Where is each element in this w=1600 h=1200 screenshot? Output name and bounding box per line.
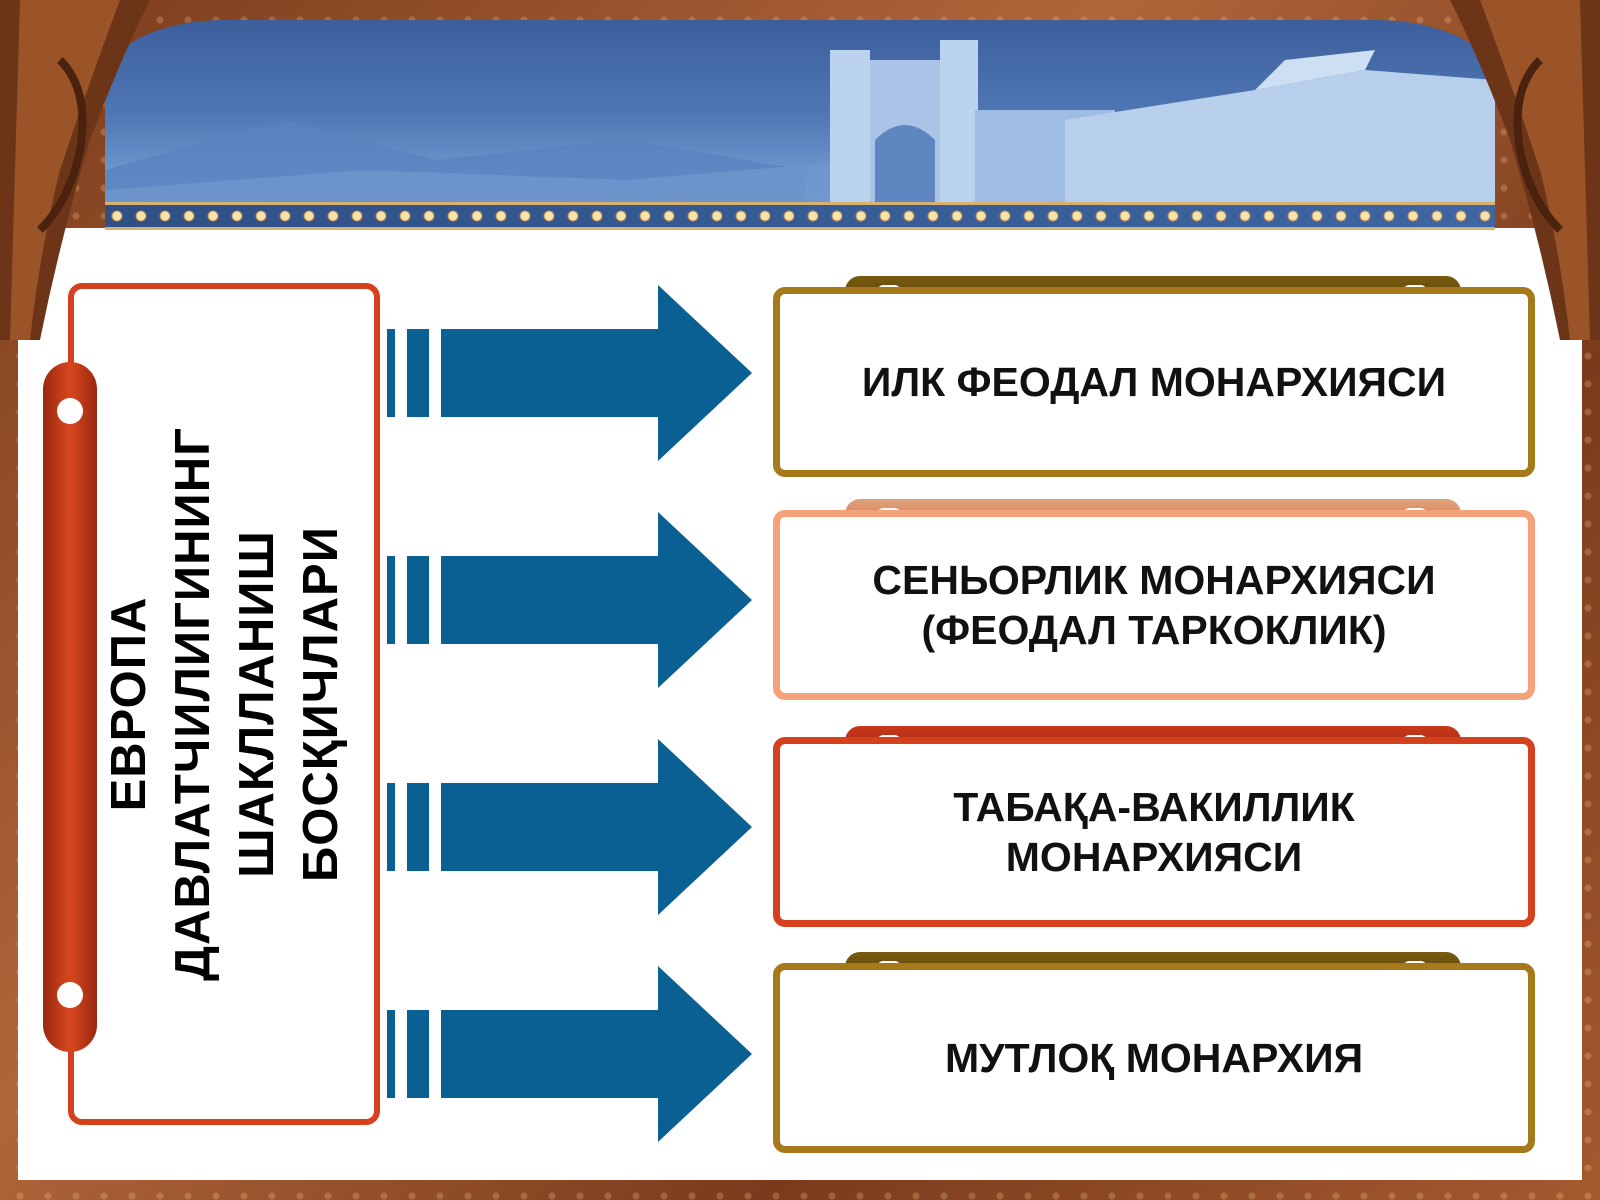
stage-card-absolute: МУТЛОҚ МОНАРХИЯ (773, 963, 1535, 1153)
stage-label: ТАБАҚА-ВАКИЛЛИК МОНАРХИЯСИ (953, 784, 1355, 880)
root-title: ЕВРОПА ДАВЛАТЧИЛИГИНИНГ ШАКЛЛАНИШ БОСҚИЧ… (100, 384, 350, 1024)
stage-card-estate-representative: ТАБАҚА-ВАКИЛЛИК МОНАРХИЯСИ (773, 737, 1535, 927)
scroll-rod-icon (43, 362, 97, 1052)
left-curtain (0, 0, 150, 340)
root-title-line: БОСҚИЧЛАРИ (294, 526, 348, 882)
stage-card-seigneurial: СЕНЬОРЛИК МОНАРХИЯСИ (ФЕОДАЛ ТАРКОКЛИК) (773, 510, 1535, 700)
stage-label: СЕНЬОРЛИК МОНАРХИЯСИ (ФЕОДАЛ ТАРКОКЛИК) (872, 557, 1436, 653)
arrow-icon (387, 966, 752, 1142)
rod-hole (57, 398, 83, 424)
rod-hole (57, 982, 83, 1008)
arrow-icon (387, 285, 752, 461)
root-title-line: ШАКЛЛАНИШ (230, 530, 284, 878)
ornament-tile-strip (105, 202, 1495, 230)
fortress-illustration (105, 40, 1495, 230)
header-banner (105, 20, 1495, 230)
arrow-icon (387, 512, 752, 688)
arrow-icon (387, 739, 752, 915)
stage-card-early-feudal: ИЛК ФЕОДАЛ МОНАРХИЯСИ (773, 287, 1535, 477)
root-title-line: ДАВЛАТЧИЛИГИНИНГ (166, 427, 220, 981)
stage-label: ИЛК ФЕОДАЛ МОНАРХИЯСИ (861, 359, 1447, 405)
root-title-line: ЕВРОПА (102, 596, 156, 812)
right-curtain (1450, 0, 1600, 340)
stage-label: МУТЛОҚ МОНАРХИЯ (944, 1035, 1364, 1081)
